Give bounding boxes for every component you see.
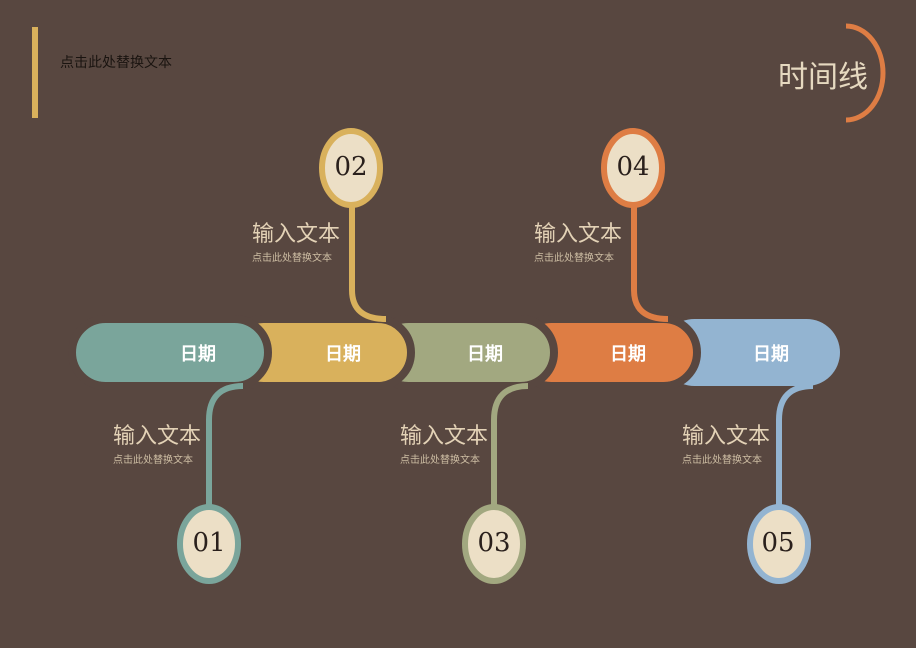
date-label-5: 日期: [753, 344, 789, 365]
step-circle-4: [601, 128, 665, 208]
step-circle-2: [319, 128, 383, 208]
date-label-4: 日期: [610, 344, 646, 365]
step-number-5: 05: [761, 528, 795, 558]
step-text: 点击此处替换文本: [113, 455, 193, 466]
connector-5: [776, 383, 814, 510]
step-text: 点击此处替换文本: [534, 253, 614, 264]
date-label-3: 日期: [467, 344, 503, 365]
step-number-2: 02: [334, 152, 368, 182]
step-text: 点击此处替换文本: [252, 253, 332, 264]
connector-1: [206, 383, 244, 510]
step-heading: 输入文本: [252, 222, 341, 247]
step-number-1: 01: [192, 528, 226, 558]
date-label-1: 日期: [180, 344, 216, 365]
step-heading: 输入文本: [534, 222, 623, 247]
step-label-4[interactable]: 输入文本点击此处替换文本: [534, 222, 622, 266]
step-number-3: 03: [477, 528, 511, 558]
step-heading: 输入文本: [113, 424, 202, 449]
step-heading: 输入文本: [400, 424, 489, 449]
timeline-segment-5: [661, 319, 840, 386]
title-arc: [845, 23, 886, 123]
page-title[interactable]: 时间线: [778, 60, 868, 95]
step-circle-5: [747, 504, 811, 584]
date-label-2: 日期: [325, 344, 361, 365]
step-number-4: 04: [616, 152, 650, 182]
subtitle-text[interactable]: 点击此处替换文本: [60, 55, 172, 71]
step-label-5[interactable]: 输入文本点击此处替换文本: [682, 424, 770, 468]
step-circle-3: [462, 504, 526, 584]
step-circle-1: [177, 504, 241, 584]
step-text: 点击此处替换文本: [682, 455, 762, 466]
timeline-segment-1: [68, 315, 272, 390]
step-label-2[interactable]: 输入文本点击此处替换文本: [252, 222, 340, 266]
connector-2: [349, 200, 387, 322]
step-heading: 输入文本: [682, 424, 771, 449]
step-label-3[interactable]: 输入文本点击此处替换文本: [400, 424, 488, 468]
accent-bar: [32, 27, 38, 118]
step-label-1[interactable]: 输入文本点击此处替换文本: [113, 424, 201, 468]
connector-4: [631, 200, 669, 322]
connector-3: [491, 383, 529, 510]
step-text: 点击此处替换文本: [400, 455, 480, 466]
